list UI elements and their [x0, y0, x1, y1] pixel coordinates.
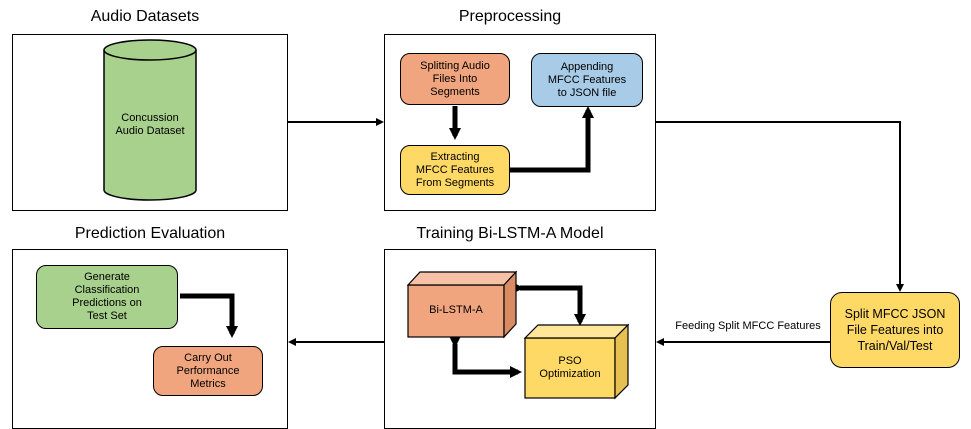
audio-datasets-title: Audio Datasets	[90, 8, 200, 25]
arrow-bilstm-pso-bottom	[449, 336, 522, 378]
splitting-audio-node: Splitting Audio Files Into Segments	[400, 53, 510, 105]
dataset-cylinder	[103, 39, 197, 201]
pso-cube	[523, 323, 630, 400]
appending-mfcc-node: Appending MFCC Features to JSON file	[531, 53, 643, 107]
pso-label: PSO Optimization	[539, 355, 601, 380]
arrow-preprocessing-to-split	[656, 121, 904, 292]
arrow-extracting-to-appending	[510, 106, 594, 173]
split-json-node: Split MFCC JSON File Features into Train…	[830, 292, 960, 368]
arrow-bilstm-pso-top	[512, 282, 586, 326]
arrow-generate-to-metrics	[180, 293, 238, 338]
performance-metrics-node: Carry Out Performance Metrics	[153, 346, 263, 396]
prediction-evaluation-title: Prediction Evaluation	[74, 225, 226, 242]
bilstm-cube	[406, 270, 518, 339]
generate-predictions-node: Generate Classification Predictions on T…	[36, 265, 178, 329]
feeding-edge-label: Feeding Split MFCC Features	[675, 320, 821, 332]
extracting-mfcc-node: Extracting MFCC Features From Segments	[400, 145, 510, 195]
bilstm-label: Bi-LSTM-A	[429, 304, 483, 316]
preprocessing-title: Preprocessing	[458, 8, 562, 25]
training-model-title: Training Bi-LSTM-A Model	[416, 225, 604, 242]
dataset-label: Concussion Audio Dataset	[115, 112, 185, 137]
